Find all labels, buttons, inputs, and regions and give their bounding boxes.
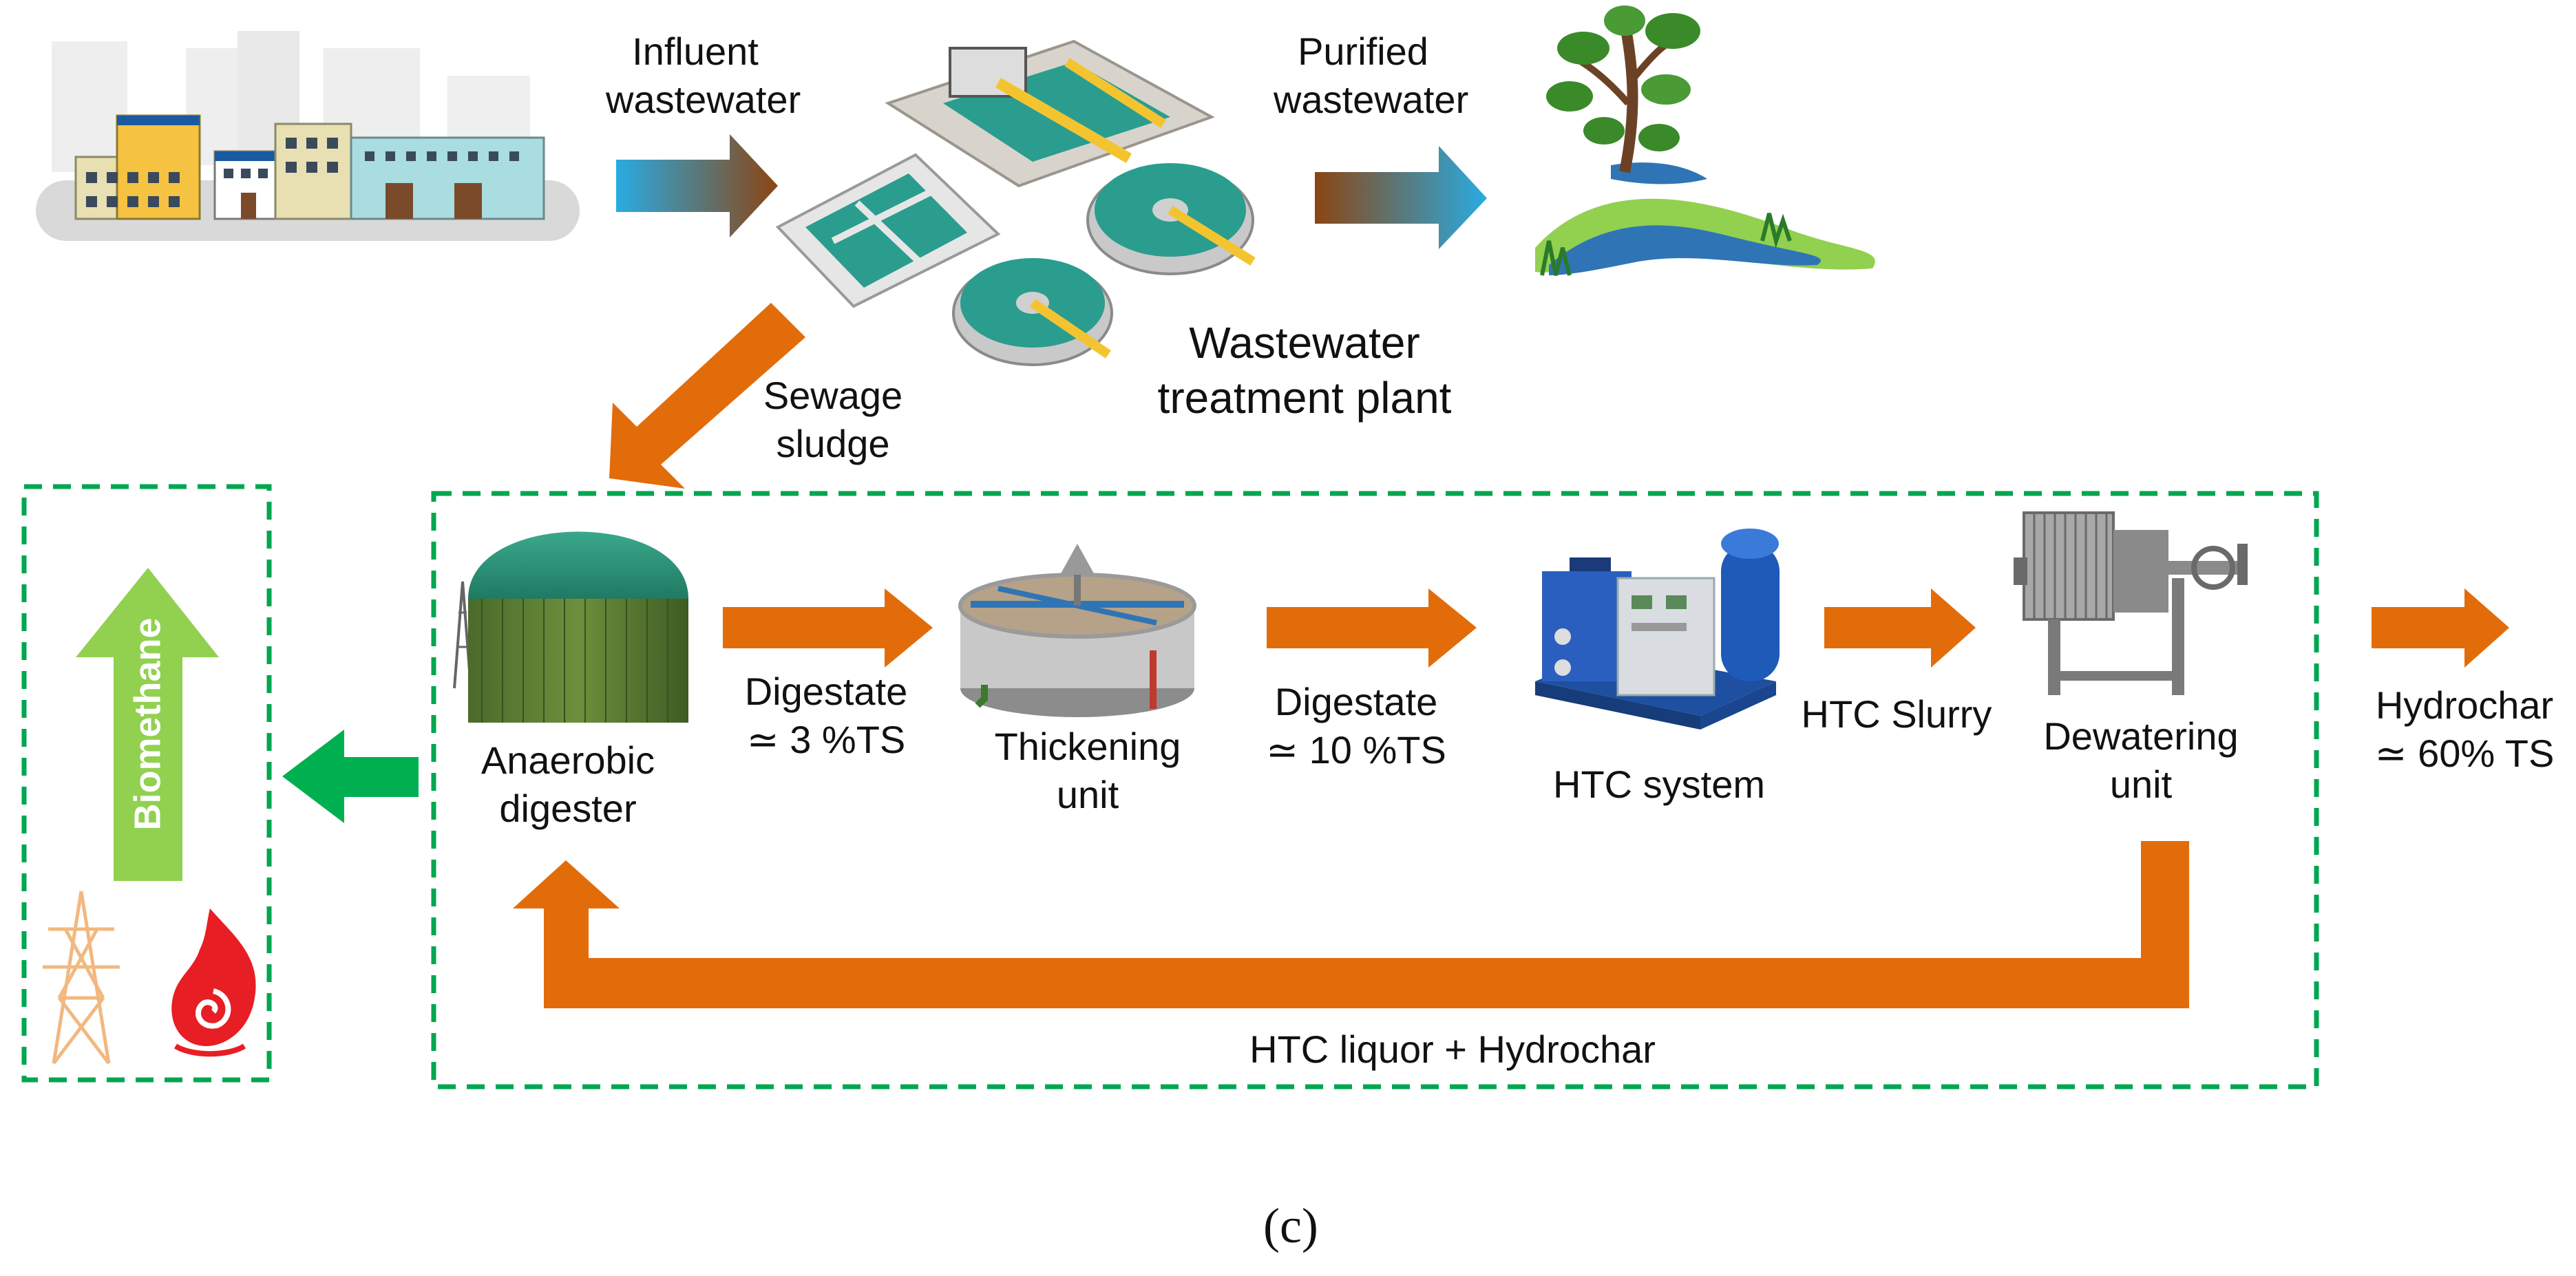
river-tree-icon bbox=[1535, 6, 1875, 276]
sewage-sludge-line1: Sewage bbox=[763, 374, 903, 417]
sewage-sludge-line2: sludge bbox=[776, 422, 890, 465]
dewatering-unit-line1: Dewatering bbox=[2043, 714, 2239, 758]
thickening-unit-line1: Thickening bbox=[994, 725, 1181, 768]
biomethane-arrow bbox=[76, 568, 219, 881]
htc-system-icon bbox=[1535, 529, 1780, 730]
sewage-sludge-arrow bbox=[609, 303, 805, 489]
influent-arrow bbox=[616, 134, 778, 237]
hydrochar-line2: ≃ 60% TS bbox=[2374, 732, 2555, 775]
dewatering-unit-line2: unit bbox=[2109, 763, 2173, 806]
filter-press-icon bbox=[2014, 511, 2248, 695]
anaerobic-digester-line1: Anaerobic bbox=[481, 738, 655, 782]
energy-dashed-box bbox=[21, 484, 272, 1083]
thickener-icon bbox=[958, 544, 1196, 717]
arrow-thickener-to-htc bbox=[1267, 588, 1477, 668]
plant-label-line1: Wastewater bbox=[1189, 318, 1420, 368]
purified-arrow bbox=[1315, 146, 1487, 249]
htc-slurry-text: HTC Slurry bbox=[1801, 692, 1992, 736]
digestate-3-label: Digestate ≃ 3 %TS bbox=[716, 668, 936, 764]
htc-system-text: HTC system bbox=[1553, 763, 1765, 806]
influent-label-line1: Influent bbox=[632, 30, 759, 73]
anaerobic-digester-icon bbox=[453, 531, 688, 723]
arrow-digester-to-thickener bbox=[723, 588, 933, 668]
thickening-unit-label: Thickening unit bbox=[978, 723, 1198, 819]
recycle-label: HTC liquor + Hydrochar bbox=[1170, 1025, 1735, 1074]
process-dashed-box bbox=[431, 491, 2319, 1089]
purified-label-line1: Purified bbox=[1298, 30, 1428, 73]
dewatering-unit-label: Dewatering unit bbox=[2017, 712, 2265, 809]
digestate-10-line1: Digestate bbox=[1274, 680, 1438, 723]
sewage-sludge-label: Sewage sludge bbox=[743, 372, 922, 468]
hydrochar-line1: Hydrochar bbox=[2375, 683, 2554, 727]
digestate-3-line1: Digestate bbox=[744, 670, 908, 713]
htc-system-label: HTC system bbox=[1535, 761, 1783, 809]
anaerobic-digester-line2: digester bbox=[499, 787, 637, 830]
thickening-unit-line2: unit bbox=[1056, 773, 1119, 816]
digestate-3-line2: ≃ 3 %TS bbox=[746, 718, 906, 761]
power-pylon-icon bbox=[43, 891, 120, 1065]
digestate-10-line2: ≃ 10 %TS bbox=[1266, 728, 1446, 772]
hydrochar-label: Hydrochar ≃ 60% TS bbox=[2358, 681, 2571, 778]
recycle-arrow bbox=[513, 841, 2189, 1008]
purified-label: Purified wastewater bbox=[1274, 28, 1469, 124]
htc-slurry-label: HTC Slurry bbox=[1783, 690, 2010, 738]
arrow-htc-to-dewatering bbox=[1824, 588, 1976, 668]
digestate-10-label: Digestate ≃ 10 %TS bbox=[1246, 678, 1466, 774]
factory-icon bbox=[36, 31, 580, 241]
plant-label: Wastewater treatment plant bbox=[1115, 315, 1494, 425]
figure-caption: (c) bbox=[1263, 1198, 1318, 1253]
plant-label-line2: treatment plant bbox=[1157, 373, 1452, 423]
green-return-arrow bbox=[282, 730, 419, 823]
flame-icon bbox=[171, 908, 256, 1057]
anaerobic-digester-label: Anaerobic digester bbox=[454, 736, 682, 833]
purified-label-line2: wastewater bbox=[1274, 78, 1469, 121]
biomethane-text: Biomethane bbox=[127, 617, 169, 831]
influent-label: Influent wastewater bbox=[606, 28, 801, 124]
influent-label-line2: wastewater bbox=[606, 78, 801, 121]
hydrochar-outlet-arrow bbox=[2372, 588, 2509, 668]
recycle-text: HTC liquor + Hydrochar bbox=[1249, 1028, 1656, 1071]
treatment-plant-icon bbox=[775, 39, 1256, 366]
